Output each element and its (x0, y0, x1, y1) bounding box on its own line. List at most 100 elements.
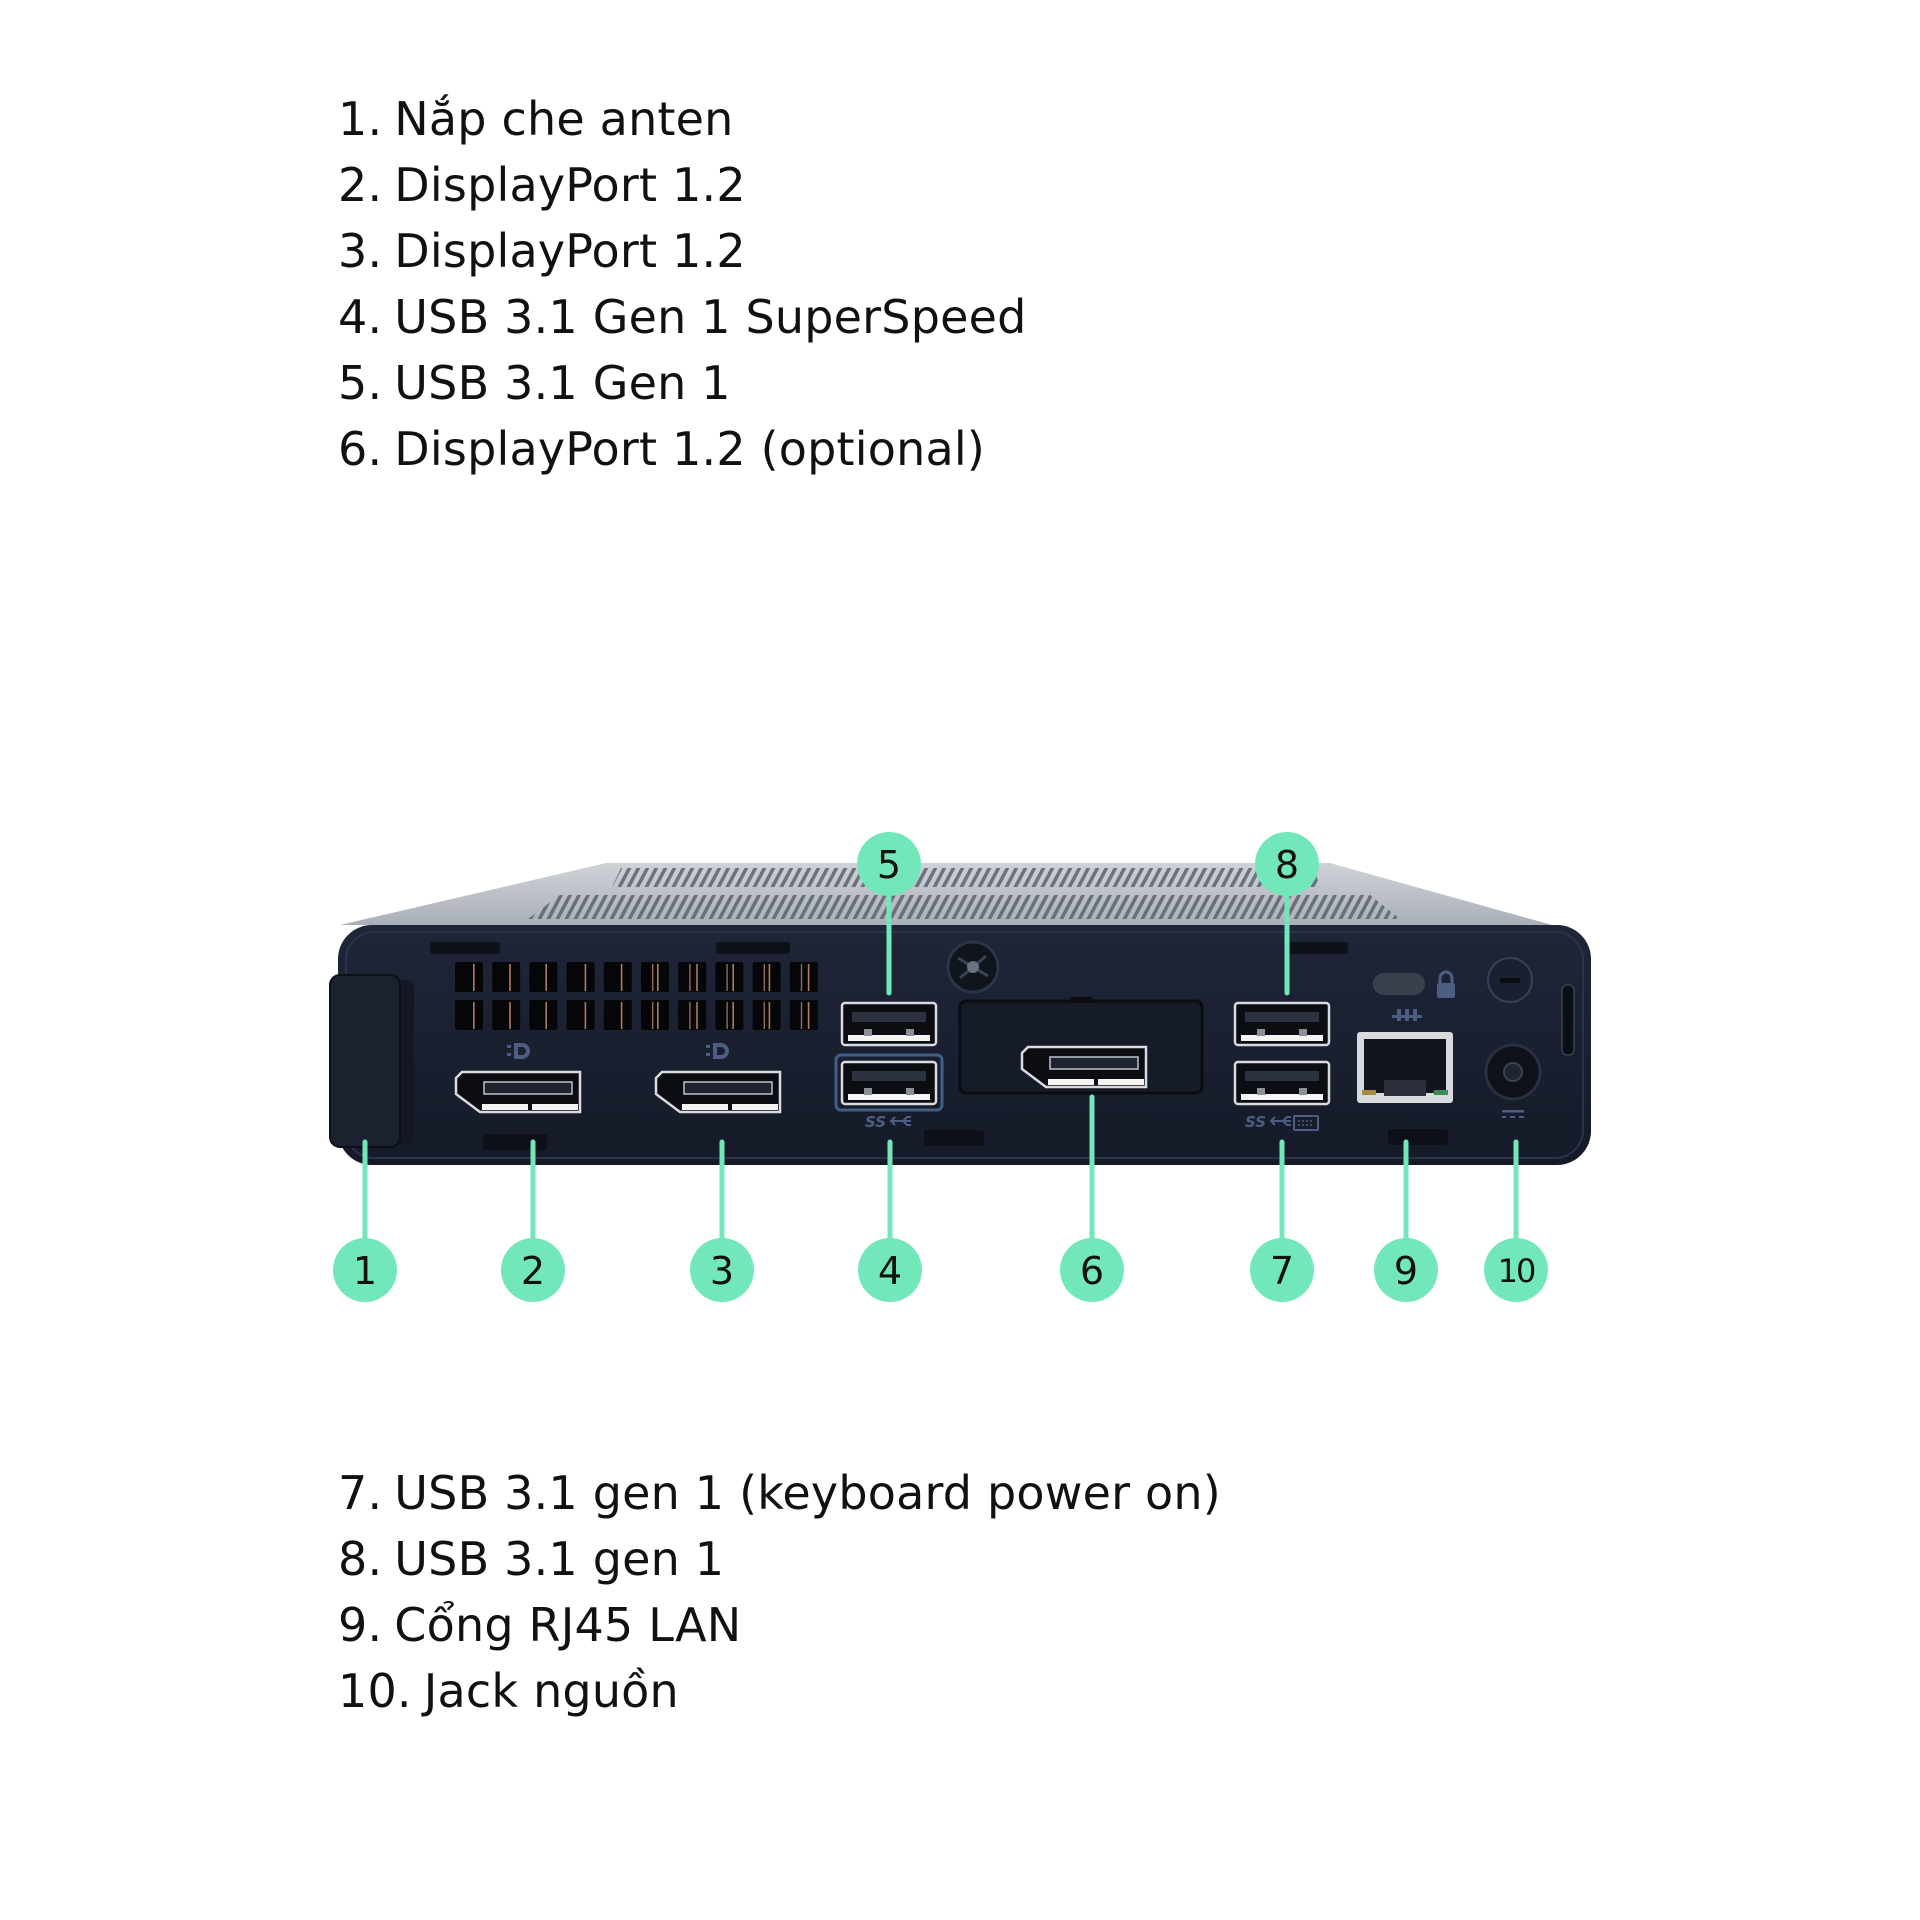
legend-item-1: 1.Nắp che anten (338, 86, 1027, 152)
callout-badge-number: 1 (353, 1249, 377, 1293)
legend-item-2: 2.DisplayPort 1.2 (338, 152, 1027, 218)
vent-slot (603, 962, 632, 992)
legend-label: USB 3.1 gen 1 (keyboard power on) (394, 1466, 1221, 1520)
legend-item-8: 8.USB 3.1 gen 1 (338, 1526, 1221, 1592)
usb-port-top-left (840, 1001, 938, 1047)
legend-label: DisplayPort 1.2 (optional) (394, 422, 985, 476)
power-jack (1484, 1043, 1542, 1118)
legend-number: 3. (338, 224, 383, 278)
legend-label: Nắp che anten (394, 92, 734, 146)
callout-badge-number: 8 (1275, 843, 1299, 887)
callout-badge (333, 1238, 397, 1302)
legend-label: USB 3.1 Gen 1 (394, 356, 731, 410)
lock-icon (1437, 970, 1455, 998)
vent-slot (566, 1000, 595, 1030)
callout-displayport-1: 2 (501, 1139, 565, 1302)
vent-slot (715, 1000, 744, 1030)
side-latch (1561, 984, 1575, 1056)
callout-badge (857, 832, 921, 896)
legend-number: 8. (338, 1532, 383, 1586)
vent-slot (566, 962, 595, 992)
rj45-lan-port (1357, 1009, 1453, 1145)
chassis-top-surface (340, 863, 1552, 925)
thumb-screw (946, 940, 1000, 994)
callout-badge-number: 10 (1498, 1252, 1535, 1290)
vent-slot (789, 962, 818, 992)
legend-label: Jack nguồn (423, 1664, 679, 1718)
network-icon (1392, 1009, 1422, 1021)
vent-slot (603, 1000, 632, 1030)
callout-displayport-2: 3 (690, 1139, 754, 1302)
legend-item-5: 5.USB 3.1 Gen 1 (338, 350, 1027, 416)
dc-power-icon (1502, 1110, 1524, 1118)
legend-label: USB 3.1 Gen 1 SuperSpeed (394, 290, 1027, 344)
callout-badge-number: 7 (1270, 1249, 1294, 1293)
callout-rj45-lan: 9 (1374, 1139, 1438, 1302)
top-vent-perforation (612, 868, 1320, 887)
callout-badge-number: 4 (878, 1249, 902, 1293)
port-legend-top: 1.Nắp che anten 2.DisplayPort 1.2 3.Disp… (338, 86, 1027, 482)
legend-number: 10. (338, 1664, 412, 1718)
vent-slot (789, 1000, 818, 1030)
legend-number: 7. (338, 1466, 383, 1520)
callout-badge-number: 3 (710, 1249, 734, 1293)
usb-port-keyboard-power-on (1233, 1060, 1331, 1132)
cooling-vent-grid (455, 962, 818, 1030)
legend-number: 2. (338, 158, 383, 212)
callout-badge-number: 6 (1080, 1249, 1104, 1293)
legend-item-10: 10.Jack nguồn (338, 1658, 1221, 1724)
vent-slot (455, 962, 483, 992)
callout-badge (501, 1238, 565, 1302)
displayport-optional-module (958, 997, 1204, 1095)
vent-slot (678, 1000, 707, 1030)
legend-item-4: 4.USB 3.1 Gen 1 SuperSpeed (338, 284, 1027, 350)
security-lock-slot (1373, 970, 1455, 998)
vent-slot (641, 962, 669, 992)
vent-slot (678, 962, 707, 992)
legend-item-7: 7.USB 3.1 gen 1 (keyboard power on) (338, 1460, 1221, 1526)
callout-badge-number: 5 (877, 843, 901, 887)
callout-usb-superspeed: 4 (858, 1139, 922, 1302)
legend-number: 4. (338, 290, 383, 344)
vent-slot (529, 962, 558, 992)
callout-badge-number: 9 (1394, 1249, 1418, 1293)
callout-badge (1484, 1238, 1548, 1302)
callout-usb-keyboard-power-on: 7 (1250, 1139, 1314, 1302)
vent-slot (752, 1000, 781, 1030)
callout-layer: 1 2 3 4 5 6 7 8 9 10 (333, 832, 1548, 1302)
usb-port-superspeed (834, 1053, 984, 1146)
callout-usb-top-right: 8 (1255, 832, 1319, 996)
vent-slot (492, 962, 521, 992)
legend-label: DisplayPort 1.2 (394, 158, 746, 212)
legend-number: 1. (338, 92, 383, 146)
top-vent-perforation (528, 895, 1400, 919)
usb-port-top-right (1233, 1001, 1331, 1047)
callout-badge (858, 1238, 922, 1302)
legend-number: 5. (338, 356, 383, 410)
legend-number: 6. (338, 422, 383, 476)
legend-label: USB 3.1 gen 1 (394, 1532, 725, 1586)
antenna-cover (329, 974, 414, 1148)
callout-badge (1374, 1238, 1438, 1302)
port-legend-bottom: 7.USB 3.1 gen 1 (keyboard power on) 8.US… (338, 1460, 1221, 1724)
keyboard-icon (1293, 1115, 1319, 1131)
legend-item-3: 3.DisplayPort 1.2 (338, 218, 1027, 284)
callout-badge-number: 2 (521, 1249, 545, 1293)
callout-power-jack: 10 (1484, 1139, 1548, 1302)
vent-slot (529, 1000, 558, 1030)
callout-antenna-cover: 1 (333, 1139, 397, 1302)
callout-badge (690, 1238, 754, 1302)
callout-usb-top-left: 5 (857, 832, 921, 996)
vent-slot (492, 1000, 521, 1030)
callout-displayport-optional: 6 (1060, 1094, 1124, 1302)
legend-number: 9. (338, 1598, 383, 1652)
callout-badge (1250, 1238, 1314, 1302)
callout-badge (1060, 1238, 1124, 1302)
vent-slot (455, 1000, 483, 1030)
callout-badge (1255, 832, 1319, 896)
vent-slot (641, 1000, 669, 1030)
legend-item-6: 6.DisplayPort 1.2 (optional) (338, 416, 1027, 482)
vent-slot (715, 962, 744, 992)
legend-item-9: 9.Cổng RJ45 LAN (338, 1592, 1221, 1658)
